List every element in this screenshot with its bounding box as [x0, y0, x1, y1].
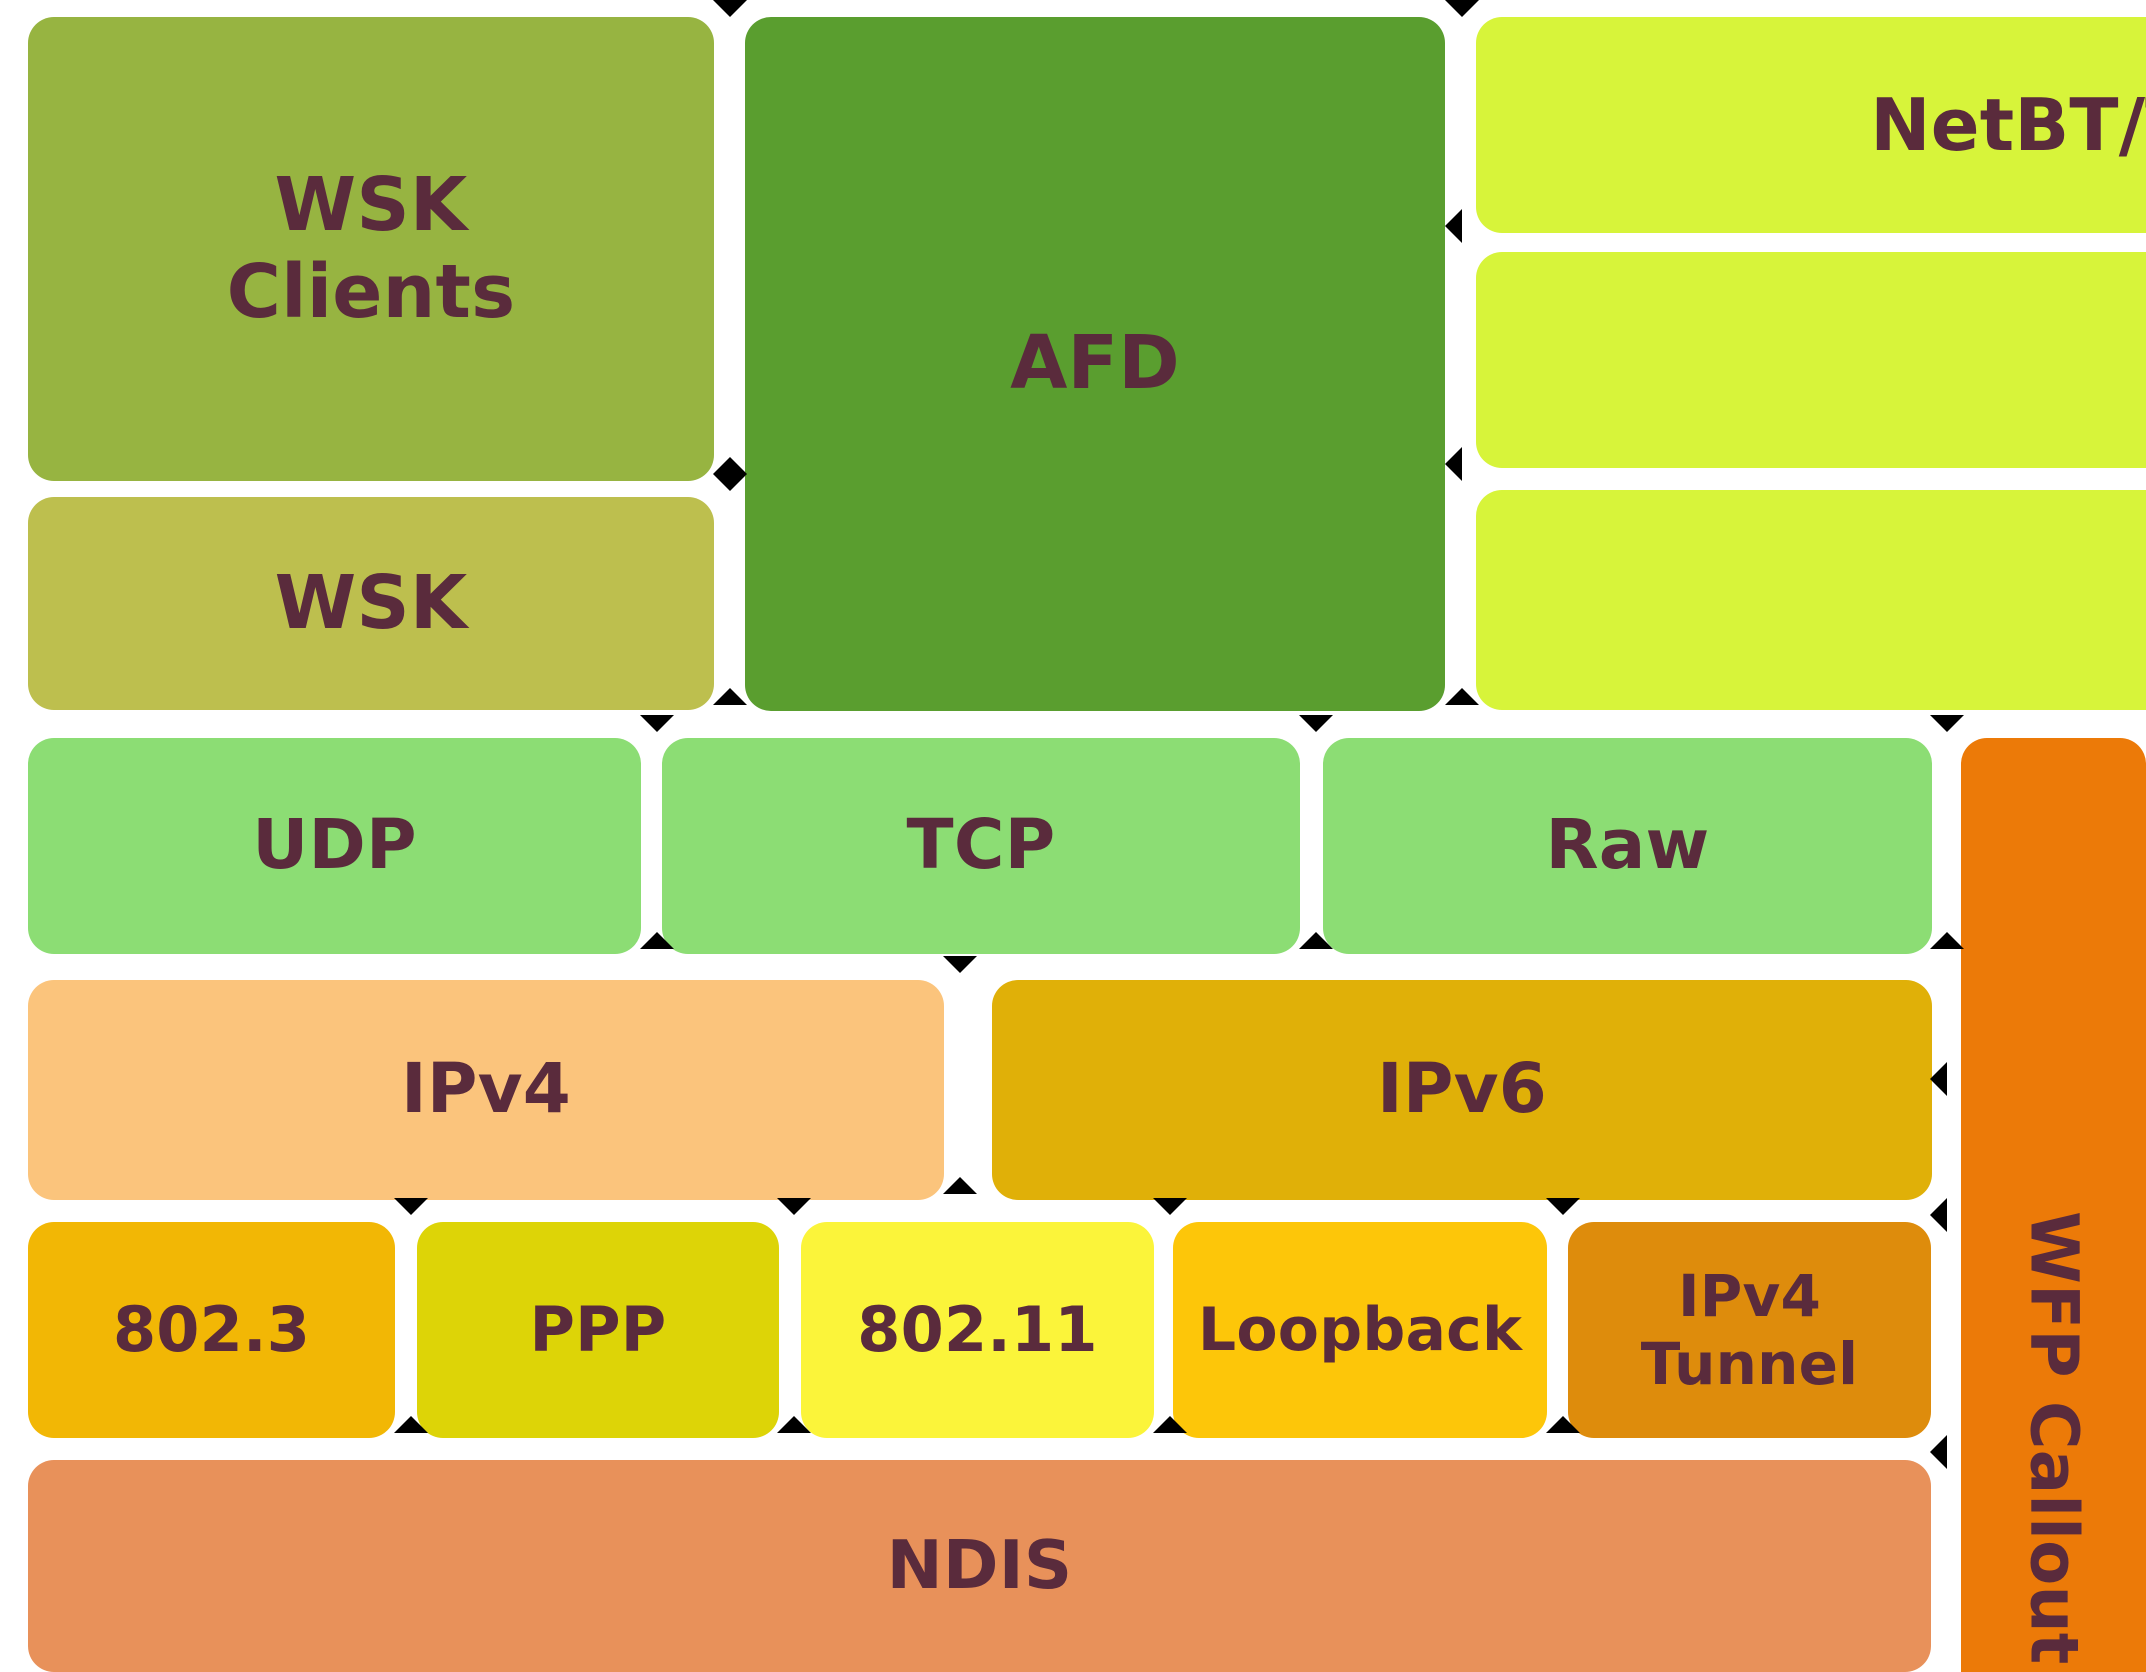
notch-down-icon [1546, 1198, 1580, 1215]
notch-up-icon [713, 688, 747, 705]
box-netbt-tdi-clients[interactable]: NetBT/TDI Clients [1476, 17, 2146, 233]
notch-up-icon [1153, 1416, 1187, 1433]
box-ipv4-tunnel[interactable]: IPv4 Tunnel [1568, 1222, 1931, 1438]
box-label-802-11: 802.11 [857, 1293, 1098, 1367]
notch-up-icon [1299, 932, 1333, 949]
box-802-11[interactable]: 802.11 [801, 1222, 1154, 1438]
notch-up-icon [943, 1177, 977, 1194]
notch-left-icon [1445, 209, 1462, 243]
notch-down-icon [777, 1198, 811, 1215]
box-label-raw: Raw [1545, 805, 1710, 886]
box-label-ipv6: IPv6 [1376, 1049, 1548, 1130]
box-label-wsk: WSK [274, 559, 468, 646]
box-ndis[interactable]: NDIS [28, 1460, 1931, 1672]
notch-up-icon [777, 1416, 811, 1433]
box-afd[interactable]: AFD [745, 17, 1445, 711]
notch-down-icon [1930, 715, 1964, 732]
box-wsk[interactable]: WSK [28, 497, 714, 710]
box-label-tcp: TCP [906, 805, 1056, 886]
box-tcp[interactable]: TCP [662, 738, 1300, 954]
box-label-wfp-callout-api: WFP Callout API [2015, 1210, 2093, 1672]
notch-down-icon [713, 474, 747, 491]
box-label-ipv4: IPv4 [400, 1049, 572, 1130]
notch-down-icon [943, 956, 977, 973]
notch-left-icon [1445, 447, 1462, 481]
notch-down-icon [394, 1198, 428, 1215]
notch-down-icon [1153, 1198, 1187, 1215]
box-tdx[interactable]: TDX [1476, 490, 2146, 710]
box-ipv6[interactable]: IPv6 [992, 980, 1932, 1200]
box-label-afd: AFD [1010, 320, 1180, 407]
box-ipv4[interactable]: IPv4 [28, 980, 944, 1200]
box-udp[interactable]: UDP [28, 738, 641, 954]
box-label-udp: UDP [252, 805, 417, 886]
notch-down-icon [640, 715, 674, 732]
notch-left-icon [1930, 1062, 1947, 1096]
box-ppp[interactable]: PPP [417, 1222, 779, 1438]
box-label-ndis: NDIS [886, 1526, 1073, 1605]
box-label-loopback: Loopback [1197, 1294, 1523, 1365]
notch-left-icon [1930, 1435, 1947, 1469]
box-label-wsk-clients: WSK Clients [226, 161, 516, 335]
box-raw[interactable]: Raw [1323, 738, 1932, 954]
box-label-ipv4-tunnel: IPv4 Tunnel [1640, 1261, 1859, 1398]
box-label-802-3: 802.3 [112, 1293, 311, 1367]
box-label-ppp: PPP [529, 1293, 667, 1367]
notch-up-icon [394, 1416, 428, 1433]
notch-up-icon [1546, 1416, 1580, 1433]
box-label-netbt-tdi-clients: NetBT/TDI Clients [1870, 82, 2146, 167]
notch-down-icon [713, 0, 747, 17]
box-802-3[interactable]: 802.3 [28, 1222, 395, 1438]
notch-up-icon [640, 932, 674, 949]
box-wsk-clients[interactable]: WSK Clients [28, 17, 714, 481]
notch-down-icon [1299, 715, 1333, 732]
box-wfp-callout-api[interactable]: WFP Callout API [1961, 738, 2146, 1672]
notch-up-icon [1930, 932, 1964, 949]
notch-left-icon [1930, 1198, 1947, 1232]
box-tdi[interactable]: TDI [1476, 252, 2146, 468]
notch-up-icon [1445, 688, 1479, 705]
notch-down-icon [1445, 0, 1479, 17]
notch-up-icon [713, 457, 747, 474]
box-loopback[interactable]: Loopback [1173, 1222, 1547, 1438]
